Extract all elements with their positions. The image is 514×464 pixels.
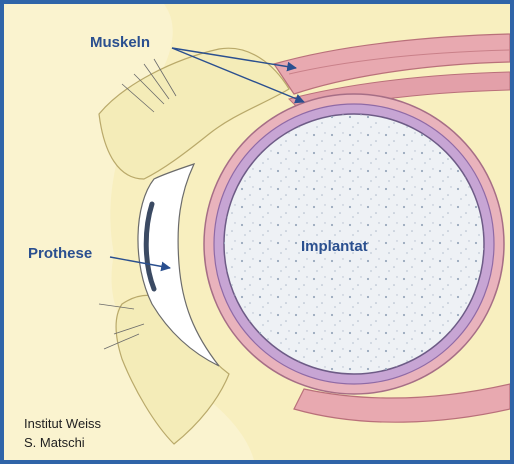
eye-implant-illustration bbox=[4, 4, 510, 460]
muskeln-label: Muskeln bbox=[90, 34, 150, 51]
implantat-label: Implantat bbox=[301, 238, 368, 255]
credit-artist: S. Matschi bbox=[24, 435, 85, 450]
credit-institute: Institut Weiss bbox=[24, 416, 101, 431]
prothese-label: Prothese bbox=[28, 245, 92, 262]
